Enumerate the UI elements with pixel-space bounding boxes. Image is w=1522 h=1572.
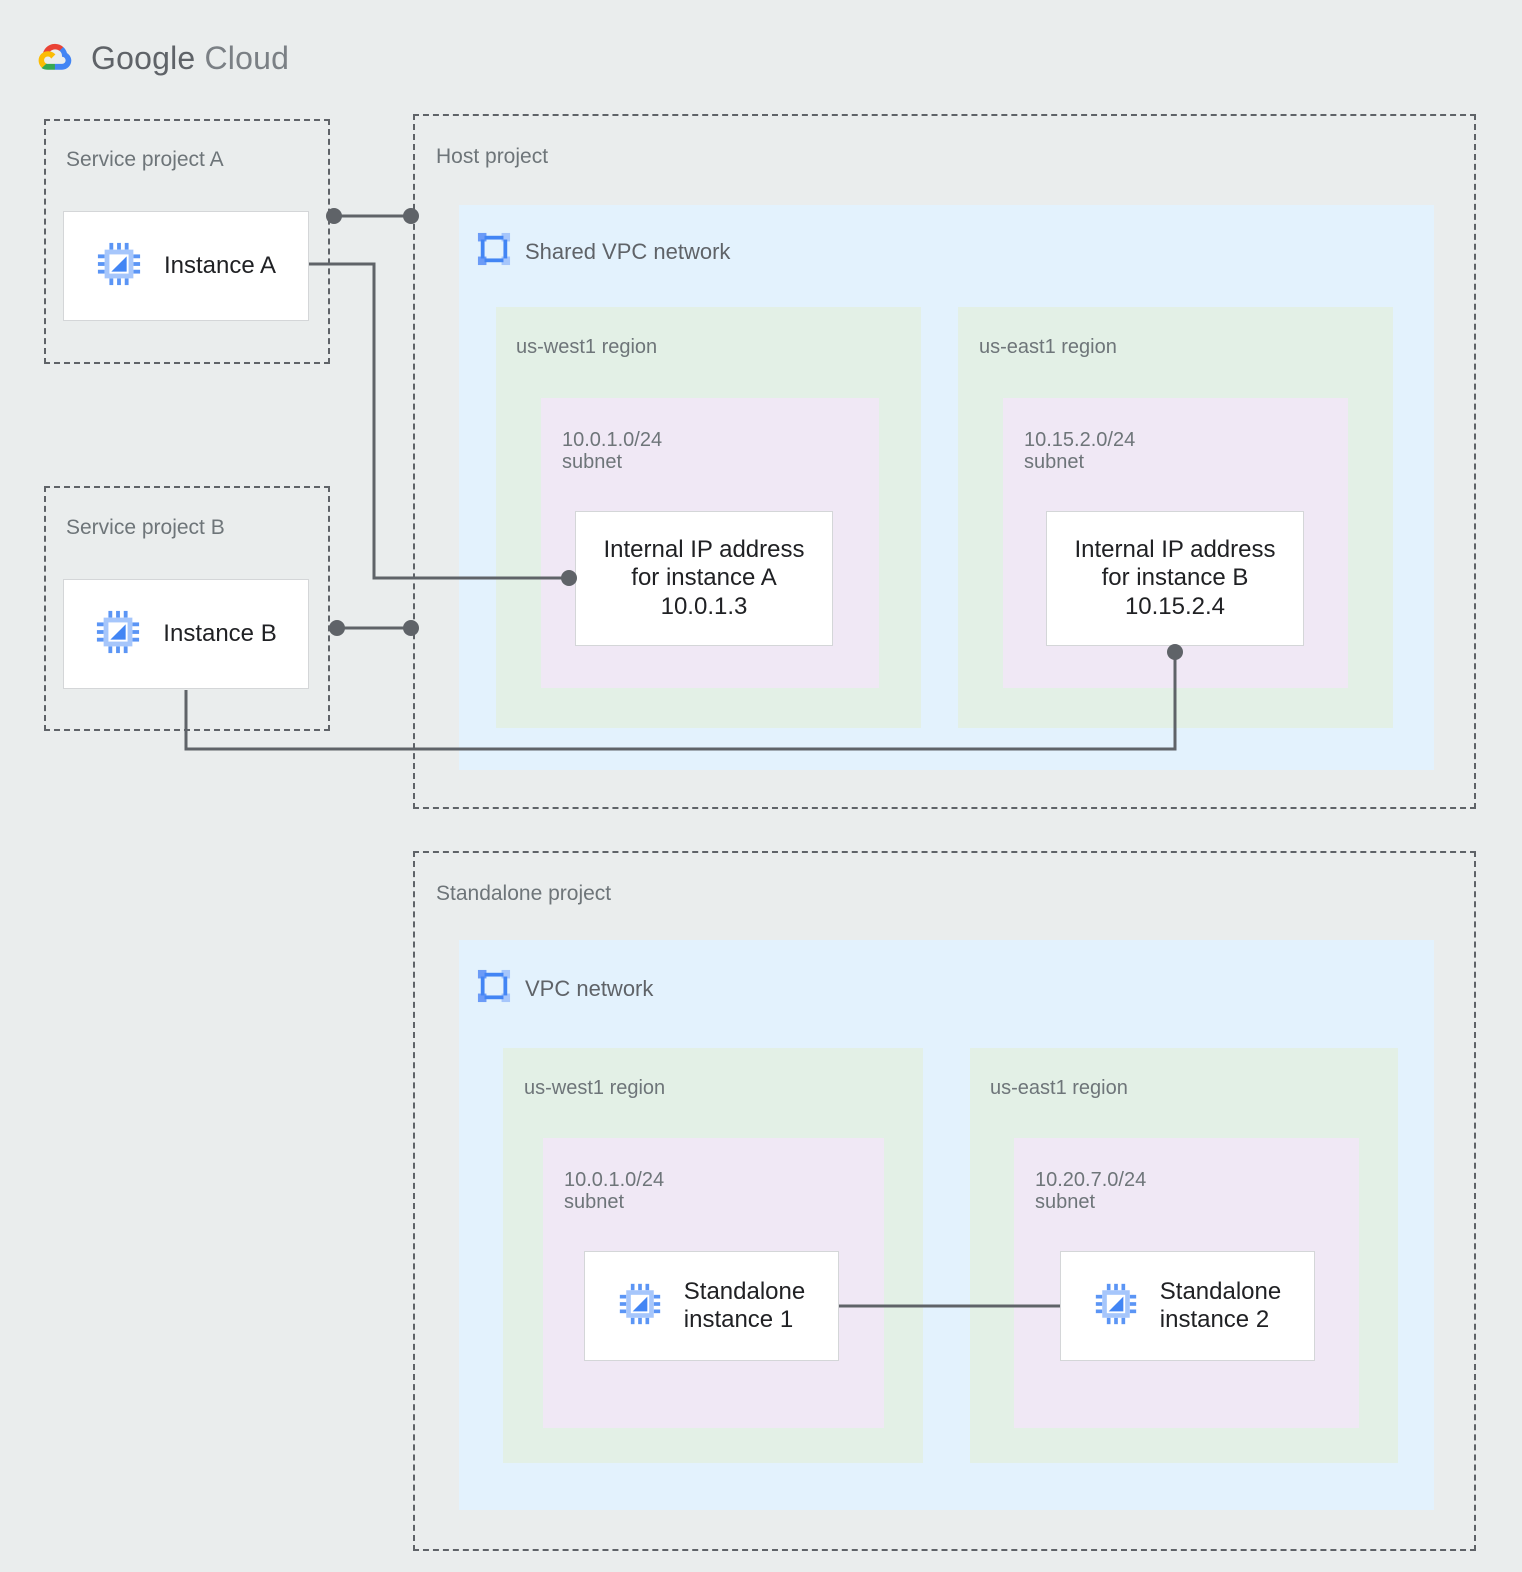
brand-google-word: Google bbox=[91, 39, 196, 76]
standalone-region-us-west1-label: us-west1 region bbox=[524, 1077, 666, 1099]
service-project-a-frame bbox=[44, 119, 330, 364]
standalone-instance-1-node[interactable]: Standalone instance 1 bbox=[584, 1251, 839, 1361]
google-cloud-brand: Google Cloud bbox=[33, 38, 289, 78]
standalone-region-us-east1-label: us-east1 region bbox=[990, 1077, 1128, 1099]
compute-instance-icon bbox=[618, 1282, 662, 1331]
standalone-project-frame bbox=[413, 851, 1476, 1551]
instance-a-label: Instance A bbox=[163, 251, 277, 279]
vpc-network-icon bbox=[477, 232, 511, 271]
instance-b-label: Instance B bbox=[163, 619, 277, 647]
host-subnet-10-0-1-0-label: 10.0.1.0/24 subnet bbox=[562, 429, 663, 474]
shared-vpc-network-header: Shared VPC network bbox=[477, 232, 730, 271]
brand-cloud-word: Cloud bbox=[204, 39, 290, 76]
standalone-instance-1-label: Standalone instance 1 bbox=[683, 1277, 806, 1333]
vpc-network-title: VPC network bbox=[525, 975, 654, 1001]
host-region-us-west1-label: us-west1 region bbox=[516, 336, 658, 358]
google-cloud-logo-icon bbox=[33, 38, 77, 78]
instance-a-node[interactable]: Instance A bbox=[63, 211, 309, 321]
standalone-project-label: Standalone project bbox=[436, 882, 612, 905]
host-project-label: Host project bbox=[436, 145, 549, 168]
compute-instance-icon bbox=[96, 241, 142, 292]
internal-ip-instance-b-text: Internal IP address for instance B 10.15… bbox=[1074, 536, 1276, 620]
host-region-us-east1-label: us-east1 region bbox=[979, 336, 1117, 358]
internal-ip-instance-a-text: Internal IP address for instance A 10.0.… bbox=[603, 536, 805, 620]
standalone-instance-2-node[interactable]: Standalone instance 2 bbox=[1060, 1251, 1315, 1361]
endpoint-dot bbox=[329, 620, 345, 636]
standalone-subnet-10-0-1-0-label: 10.0.1.0/24 subnet bbox=[564, 1169, 665, 1214]
shared-vpc-network-title: Shared VPC network bbox=[525, 238, 731, 264]
brand-wordmark: Google Cloud bbox=[91, 40, 289, 77]
host-subnet-10-15-2-0-label: 10.15.2.0/24 subnet bbox=[1024, 429, 1136, 474]
compute-instance-icon bbox=[1094, 1282, 1138, 1331]
internal-ip-instance-a-node[interactable]: Internal IP address for instance A 10.0.… bbox=[575, 511, 833, 646]
service-project-a-label: Service project A bbox=[66, 148, 224, 171]
internal-ip-instance-b-node[interactable]: Internal IP address for instance B 10.15… bbox=[1046, 511, 1304, 646]
compute-instance-icon bbox=[95, 609, 141, 660]
vpc-network-header: VPC network bbox=[477, 969, 653, 1008]
standalone-instance-2-label: Standalone instance 2 bbox=[1159, 1277, 1282, 1333]
standalone-subnet-10-20-7-0-label: 10.20.7.0/24 subnet bbox=[1035, 1169, 1147, 1214]
vpc-network-icon bbox=[477, 969, 511, 1008]
service-project-b-label: Service project B bbox=[66, 516, 225, 539]
instance-b-node[interactable]: Instance B bbox=[63, 579, 309, 689]
